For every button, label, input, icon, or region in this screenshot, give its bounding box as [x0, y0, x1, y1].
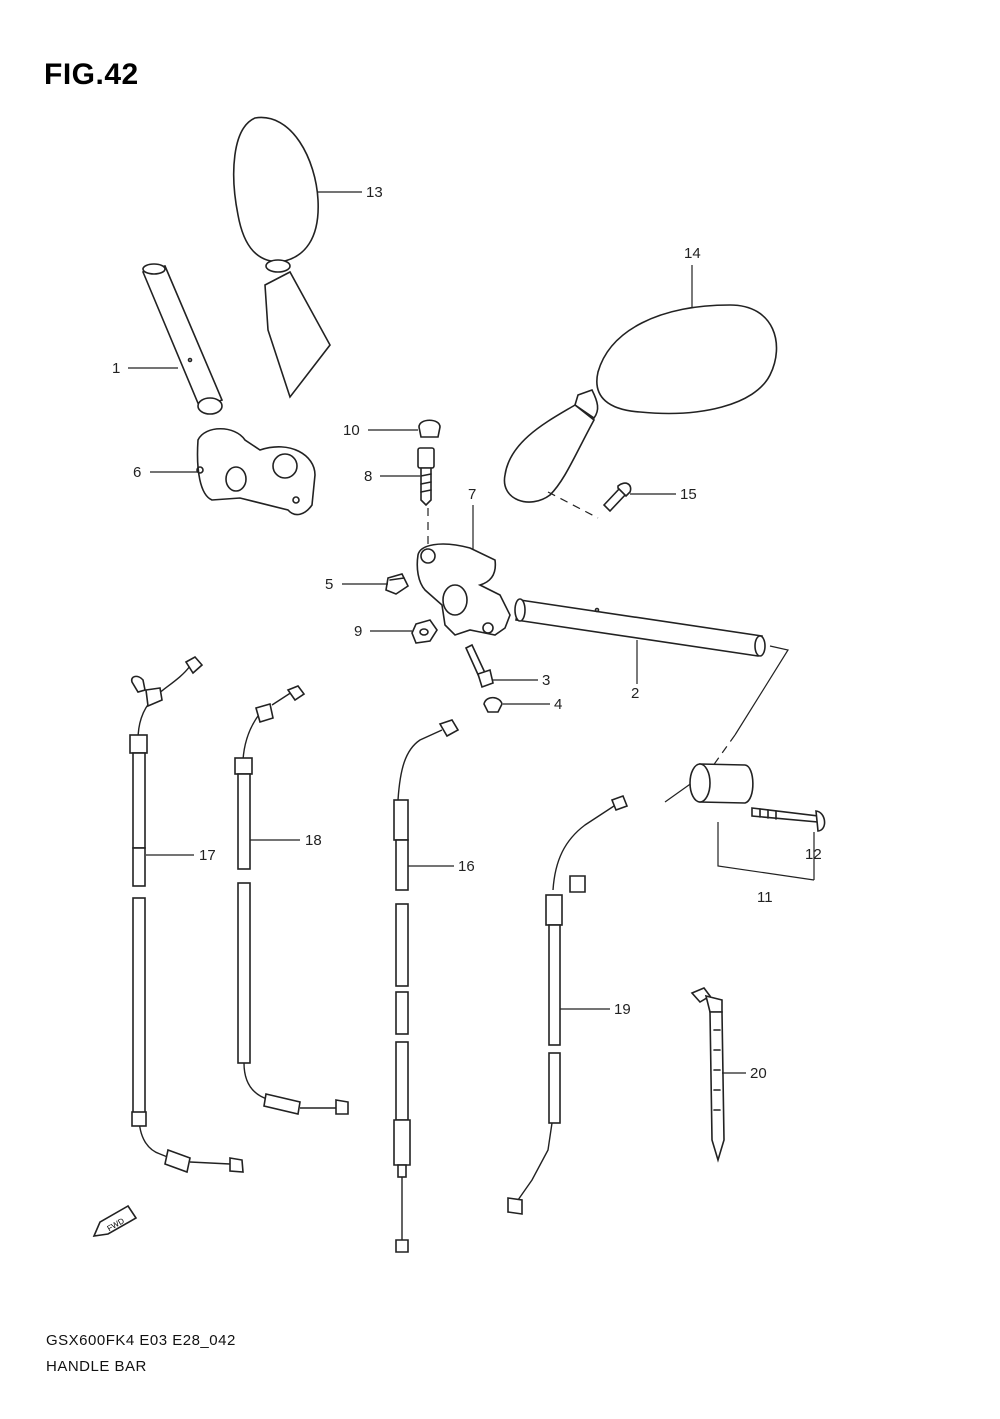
label-4: 4	[554, 696, 562, 713]
handlebar-holder-left[interactable]	[196, 428, 316, 516]
label-20: 20	[750, 1065, 767, 1082]
cable-part-18[interactable]	[234, 685, 349, 1115]
label-9: 9	[354, 623, 362, 640]
figure-title: FIG.42	[44, 58, 139, 91]
mirror-right[interactable]	[503, 304, 778, 503]
label-15: 15	[680, 486, 697, 503]
label-11: 11	[757, 889, 773, 906]
label-8: 8	[364, 468, 372, 485]
label-5: 5	[325, 576, 333, 593]
label-3: 3	[542, 672, 550, 689]
label-17: 17	[199, 847, 216, 864]
nut-part-5[interactable]	[385, 573, 410, 595]
label-10: 10	[343, 422, 360, 439]
cap-part-4[interactable]	[483, 696, 503, 713]
tie-part-20[interactable]	[690, 987, 725, 1163]
group-name: HANDLE BAR	[46, 1358, 147, 1375]
label-14: 14	[684, 245, 701, 262]
collar-part-9[interactable]	[411, 619, 438, 644]
bolt-part-3[interactable]	[464, 643, 494, 689]
cable-part-16[interactable]	[393, 719, 460, 1253]
label-6: 6	[133, 464, 141, 481]
leader-11	[717, 822, 815, 881]
handlebar-left[interactable]	[141, 263, 224, 415]
label-19: 19	[614, 1001, 631, 1018]
label-7: 7	[468, 486, 476, 503]
balancer-part-11[interactable]	[689, 763, 754, 804]
fwd-arrow-icon: FWD	[92, 1204, 138, 1237]
handlebar-holder-right[interactable]	[416, 543, 511, 636]
cable-part-17[interactable]	[129, 655, 244, 1174]
cable-part-19[interactable]	[507, 794, 629, 1215]
label-1: 1	[112, 360, 120, 377]
label-2: 2	[631, 685, 639, 702]
screw-part-12[interactable]	[751, 807, 826, 832]
screw-part-15[interactable]	[602, 482, 632, 513]
label-16: 16	[458, 858, 475, 875]
bolt-part-8[interactable]	[417, 447, 435, 507]
handlebar-right[interactable]	[514, 598, 766, 657]
mirror-left[interactable]	[232, 116, 331, 399]
model-code: GSX600FK4 E03 E28_042	[46, 1332, 236, 1349]
cap-part-10[interactable]	[418, 419, 441, 438]
label-18: 18	[305, 832, 322, 849]
label-12: 12	[805, 846, 822, 863]
label-13: 13	[366, 184, 383, 201]
